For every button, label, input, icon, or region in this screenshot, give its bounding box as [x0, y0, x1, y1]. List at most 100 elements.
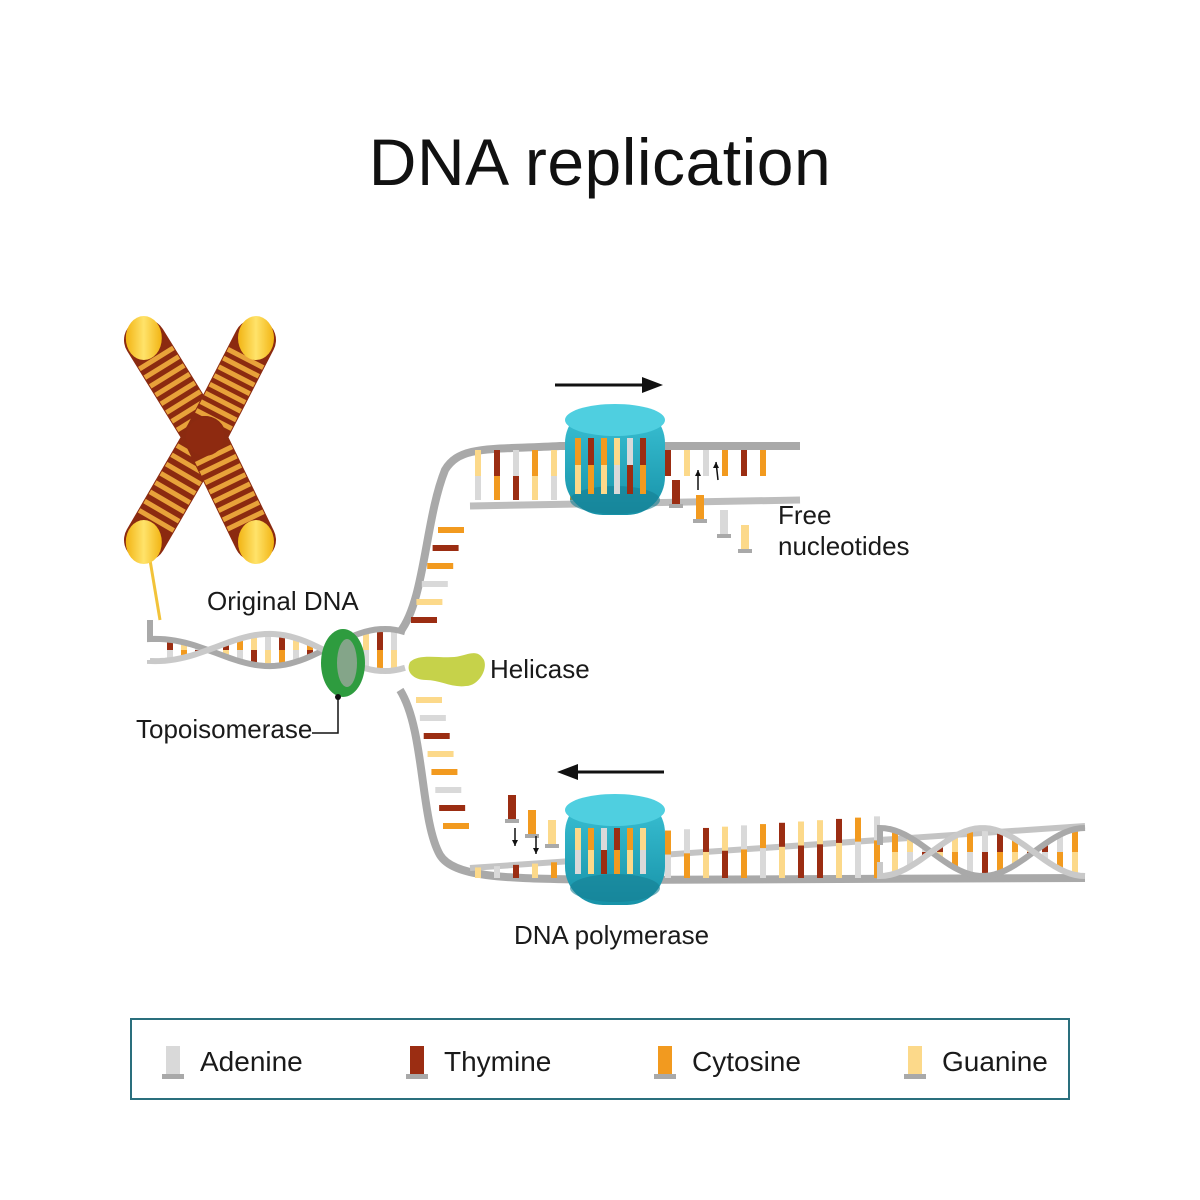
- base-pair: [982, 828, 988, 852]
- chromosome-band: [165, 389, 202, 415]
- base: [575, 438, 581, 465]
- free-nucleotide: [528, 810, 536, 836]
- base: [614, 465, 620, 494]
- legend-label: Guanine: [942, 1046, 1048, 1077]
- chromosome-band: [221, 500, 261, 523]
- base-pair: [892, 830, 898, 852]
- base: [855, 841, 861, 878]
- base: [494, 866, 500, 878]
- dna-polymerase-label: DNA polymerase: [514, 920, 710, 950]
- base-pair: [1057, 852, 1063, 870]
- backbone: [877, 825, 1086, 880]
- nucleotide-phosphate: [717, 534, 731, 538]
- base: [551, 450, 557, 476]
- polymerase-bases: [575, 438, 646, 874]
- unpaired-base: [443, 823, 469, 829]
- free-nucleotide: [672, 480, 680, 506]
- daughter-dna-helix: [877, 824, 1086, 880]
- original-dna-label: Original DNA: [207, 586, 359, 616]
- free-nucleotide: [548, 820, 556, 846]
- base: [722, 826, 728, 851]
- base: [588, 850, 594, 874]
- unpaired-base: [411, 617, 437, 623]
- unpaired-base: [416, 599, 443, 605]
- base-pair: [952, 852, 958, 868]
- arrow-head: [533, 848, 539, 854]
- base-pair: [982, 852, 988, 876]
- legend-label: Adenine: [200, 1046, 303, 1077]
- base: [741, 849, 747, 878]
- base: [703, 827, 709, 852]
- chromosome-tip: [125, 316, 162, 361]
- unpaired-base: [431, 769, 458, 775]
- base-pair: [1057, 834, 1063, 852]
- base: [551, 476, 557, 500]
- base: [601, 850, 607, 874]
- base: [640, 828, 646, 850]
- chromosome-band: [217, 490, 256, 513]
- base: [665, 830, 671, 855]
- base: [588, 828, 594, 850]
- base: [817, 844, 823, 878]
- upper-template-strand: [396, 442, 800, 635]
- base-pair: [293, 638, 299, 650]
- base: [722, 850, 728, 878]
- chromosome-band: [208, 472, 247, 495]
- chromosome-band: [159, 380, 197, 406]
- free-nucleotides-label-line2: nucleotides: [778, 531, 910, 561]
- base-pair: [167, 650, 173, 661]
- base-pair: [237, 638, 243, 650]
- base-pair: [377, 629, 383, 650]
- unpaired-base: [439, 805, 466, 811]
- base: [614, 850, 620, 874]
- base: [551, 862, 557, 878]
- free-nucleotide: [720, 510, 728, 536]
- base: [627, 465, 633, 494]
- base-pair: [907, 837, 913, 852]
- base-pair: [167, 639, 173, 650]
- base: [760, 450, 766, 476]
- base: [601, 438, 607, 465]
- base: [475, 450, 481, 476]
- base: [836, 818, 842, 843]
- base: [575, 850, 581, 874]
- base-pair: [363, 631, 369, 650]
- chromosome-band: [199, 399, 238, 423]
- chromosome-band: [143, 354, 181, 380]
- chromosome-icon: [124, 316, 276, 621]
- unpaired-base: [427, 751, 454, 757]
- base-pair: [1012, 852, 1018, 866]
- direction-arrow-icon: [555, 377, 663, 393]
- base: [494, 450, 500, 476]
- original-dna-helix: [147, 620, 406, 675]
- base: [817, 820, 823, 845]
- chromosome-band: [137, 508, 175, 533]
- free-nucleotide: [696, 495, 704, 521]
- free-nucleotide: [508, 795, 516, 821]
- base: [513, 476, 519, 500]
- base: [588, 465, 594, 494]
- nucleotide-phosphate: [525, 834, 539, 838]
- legend: Adenine Thymine Cytosine Guanine: [130, 1018, 1070, 1100]
- adenine-swatch-icon: [162, 1046, 184, 1079]
- base-pair: [967, 852, 973, 875]
- base: [855, 817, 861, 842]
- base: [532, 863, 538, 878]
- free-nucleotide: [741, 525, 749, 551]
- chromosome-tip: [125, 520, 162, 565]
- base-pair: [265, 650, 271, 667]
- chromosome-band: [138, 345, 175, 372]
- base: [836, 842, 842, 878]
- chromosome-band: [226, 509, 265, 532]
- chromosome-band: [148, 489, 186, 515]
- arrow-head: [713, 462, 719, 468]
- chromosome-band: [213, 373, 251, 397]
- base: [513, 450, 519, 476]
- base-pair: [907, 852, 913, 867]
- chromosome-tip: [238, 520, 274, 565]
- thymine-swatch-icon: [406, 1046, 428, 1079]
- base: [665, 450, 671, 476]
- base: [798, 821, 804, 846]
- nucleotide-phosphate: [738, 549, 752, 553]
